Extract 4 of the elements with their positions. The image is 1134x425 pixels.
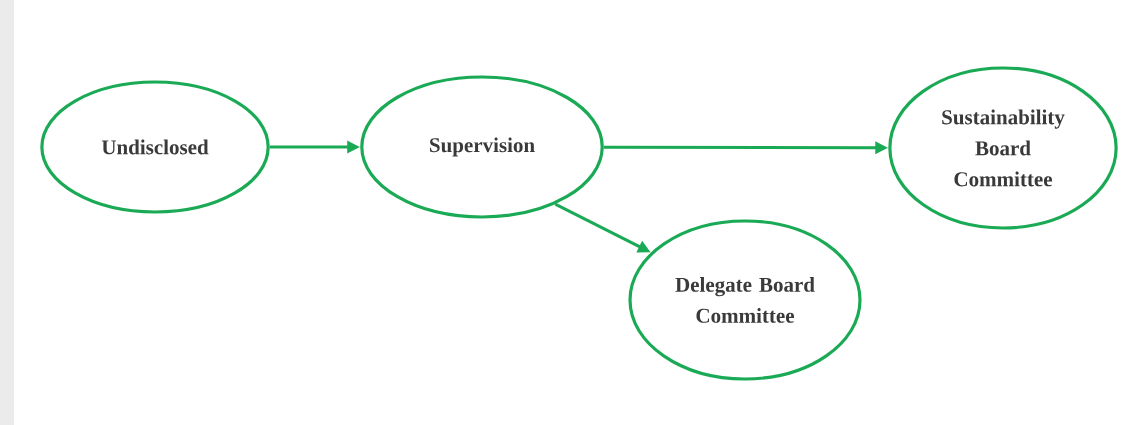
ellipse-node: Supervision	[360, 75, 604, 219]
ellipse-node: Delegate Board Committee	[628, 219, 862, 381]
ellipse-node: Undisclosed	[40, 80, 270, 214]
ellipse-node: Sustainability Board Committee	[888, 66, 1118, 230]
